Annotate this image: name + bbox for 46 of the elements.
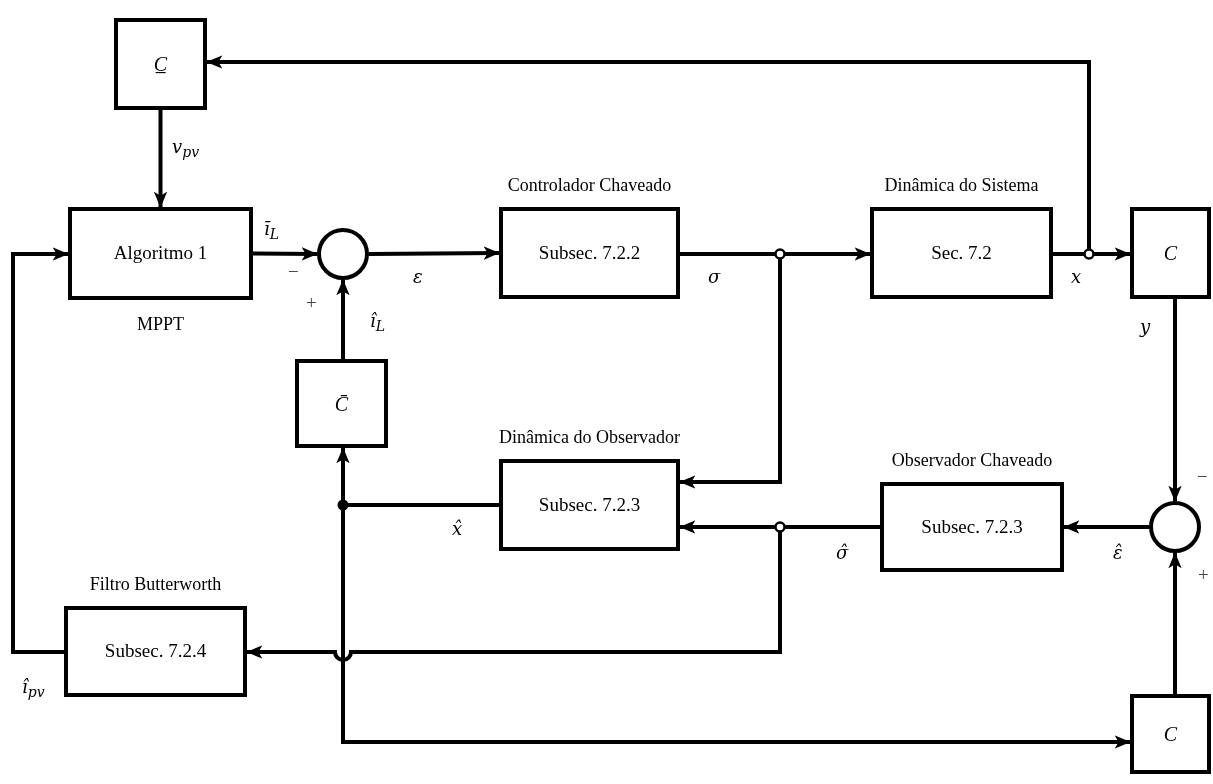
summing-junction [317, 228, 369, 280]
matrix-block [1130, 694, 1211, 774]
signal-label: ε [413, 268, 423, 286]
block-label: Subsec. 7.2.4 [104, 641, 207, 662]
signal-label: v$_{pv}$ [172, 138, 200, 159]
matrix-symbol: C̄ [334, 392, 349, 415]
signal-label: ε̂ [1113, 544, 1123, 562]
arrow [1063, 520, 1149, 534]
signal-label: î$_{pv}$ [22, 678, 45, 699]
block-title: Dinâmica do Sistema [884, 175, 1039, 197]
matrix-symbol: C [1163, 242, 1178, 264]
signal-label: î$_{L}$ [370, 312, 386, 333]
sign-label: − [288, 262, 299, 281]
block-label: Sec. 7.2 [931, 242, 992, 264]
sign-label: + [1198, 565, 1209, 584]
arrow [1168, 552, 1182, 694]
signal-label: σ [708, 268, 721, 286]
block-label: Algoritmo 1 [113, 243, 208, 264]
signal-label: ī$_{L}$ [264, 220, 280, 241]
matrix-block [295, 359, 388, 448]
signal-label: σ̂ [836, 544, 849, 562]
arrow [11, 247, 69, 654]
block-label: Subsec. 7.2.2 [538, 242, 641, 264]
block-title: Dinâmica do Observador [499, 427, 680, 449]
block-label: Subsec. 7.2.3 [538, 494, 641, 516]
signal-label: x̂ [452, 520, 463, 538]
arrow [369, 246, 500, 260]
sign-label: − [1197, 467, 1208, 486]
signal-label: y [1140, 318, 1151, 336]
summing-junction [1149, 501, 1201, 553]
arrow [153, 110, 168, 208]
block-title: Controlador Chaveado [507, 175, 672, 197]
arrow [206, 55, 1091, 256]
signal-label: x [1071, 268, 1082, 286]
arrow [1168, 299, 1182, 502]
block-title: Observador Chaveado [891, 450, 1053, 472]
matrix-symbol: C [1163, 723, 1178, 745]
arrow [253, 247, 318, 261]
block-caption: MPPT [137, 314, 184, 335]
sign-label: + [306, 293, 317, 312]
block-label: Subsec. 7.2.3 [921, 516, 1023, 538]
matrix-symbol: C̲ [153, 53, 168, 75]
block-title: Filtro Butterworth [89, 574, 222, 596]
matrix-block [1130, 207, 1211, 299]
matrix-block [114, 18, 207, 110]
arrow [336, 279, 350, 359]
